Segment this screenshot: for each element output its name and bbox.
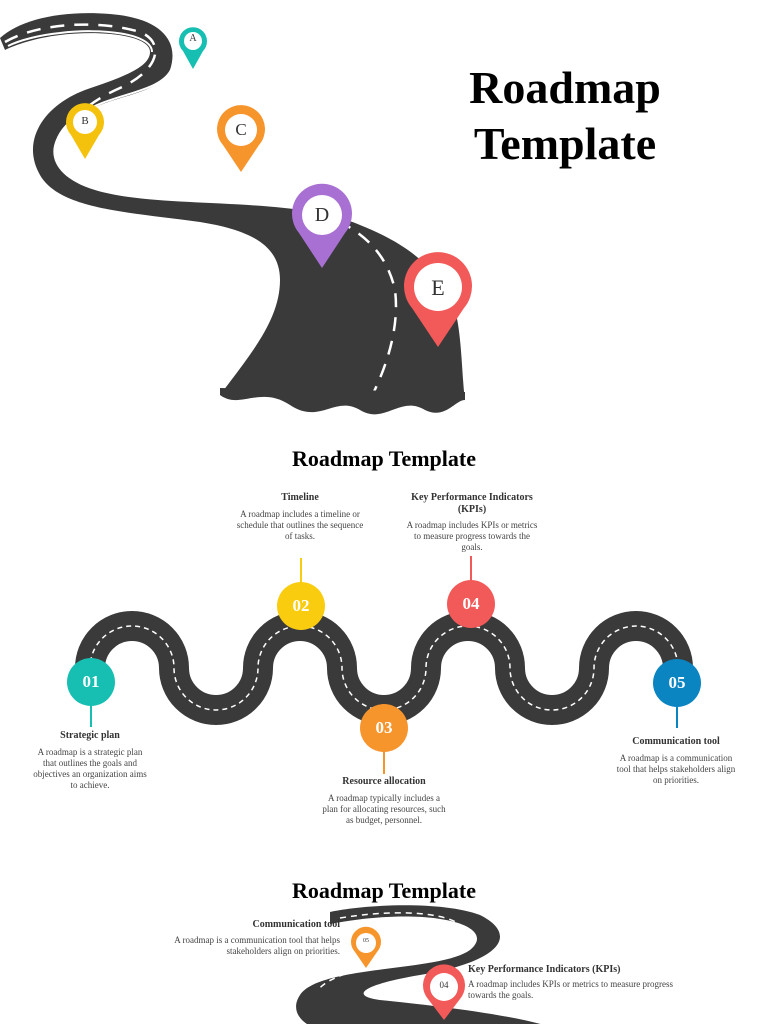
step-01-circle: 01 [67,658,115,706]
s3-item-05-desc: A roadmap is a communication tool that h… [174,935,340,956]
step-01-text-block: Strategic plan A roadmap is a strategic … [32,730,148,791]
s3-item-04-desc: A roadmap includes KPIs or metrics to me… [468,979,673,1000]
step-04-title: Key Performance Indicators (KPIs) [411,492,533,515]
pin-b: B [66,103,104,159]
pin-d-label: D [314,204,330,226]
pin-a-label: A [189,33,197,44]
pin-a: A [179,27,207,70]
s3-pin-05-label: 05 [363,938,369,944]
hero-title-line1: Roadmap [469,62,661,113]
step-03-circle: 03 [360,704,408,752]
s3-pin-04-label: 04 [439,980,449,990]
s3-pin-04: 04 [423,964,465,1020]
pin-c-label: C [235,120,247,139]
step-01-stem [90,702,92,727]
step-05-desc: A roadmap is a communication tool that h… [616,753,736,785]
step-04-desc: A roadmap includes KPIs or metrics to me… [406,520,538,552]
hero-title-line2: Template [473,118,657,169]
step-02-stem [300,558,302,586]
step-04-circle: 04 [447,580,495,628]
pin-e: E [404,252,472,347]
pin-b-label: B [81,115,89,127]
step-05-circle: 05 [653,659,701,707]
step-01-desc: A roadmap is a strategic plan that outli… [33,747,147,790]
section2-title: Roadmap Template [292,446,476,471]
section3-title: Roadmap Template [292,878,476,903]
step-03-text-block: Resource allocation A roadmap typically … [320,776,448,826]
s3-item-04-title: Key Performance Indicators (KPIs) [468,964,621,975]
step-05-text-block: Communication tool A roadmap is a commun… [614,736,738,786]
step-04-text-block: Key Performance Indicators (KPIs) A road… [404,492,540,553]
step-02-circle: 02 [277,582,325,630]
step-02-title: Timeline [281,492,319,503]
s3-item-05-title: Communication tool [252,919,341,930]
step-02-desc: A roadmap includes a timeline or schedul… [236,509,364,541]
s3-item-05-text: Communication tool A roadmap is a commun… [170,919,340,957]
step-03-desc: A roadmap typically includes a plan for … [322,793,446,825]
pin-c: C [217,105,265,172]
pin-d: D [292,183,352,268]
step-04-stem [470,556,472,584]
s3-item-04-text: Key Performance Indicators (KPIs) A road… [468,964,688,1001]
step-05-stem [676,703,678,728]
step-03-title: Resource allocation [342,776,426,787]
s3-pin-05: 05 [351,926,381,968]
step-05-title: Communication tool [632,736,720,747]
step-03-stem [383,750,385,774]
hero-road [0,7,465,415]
pin-e-label: E [431,275,445,300]
hero-title: Roadmap Template [440,60,690,172]
step-02-text-block: Timeline A roadmap includes a timeline o… [232,492,368,542]
step-01-title: Strategic plan [60,730,120,741]
